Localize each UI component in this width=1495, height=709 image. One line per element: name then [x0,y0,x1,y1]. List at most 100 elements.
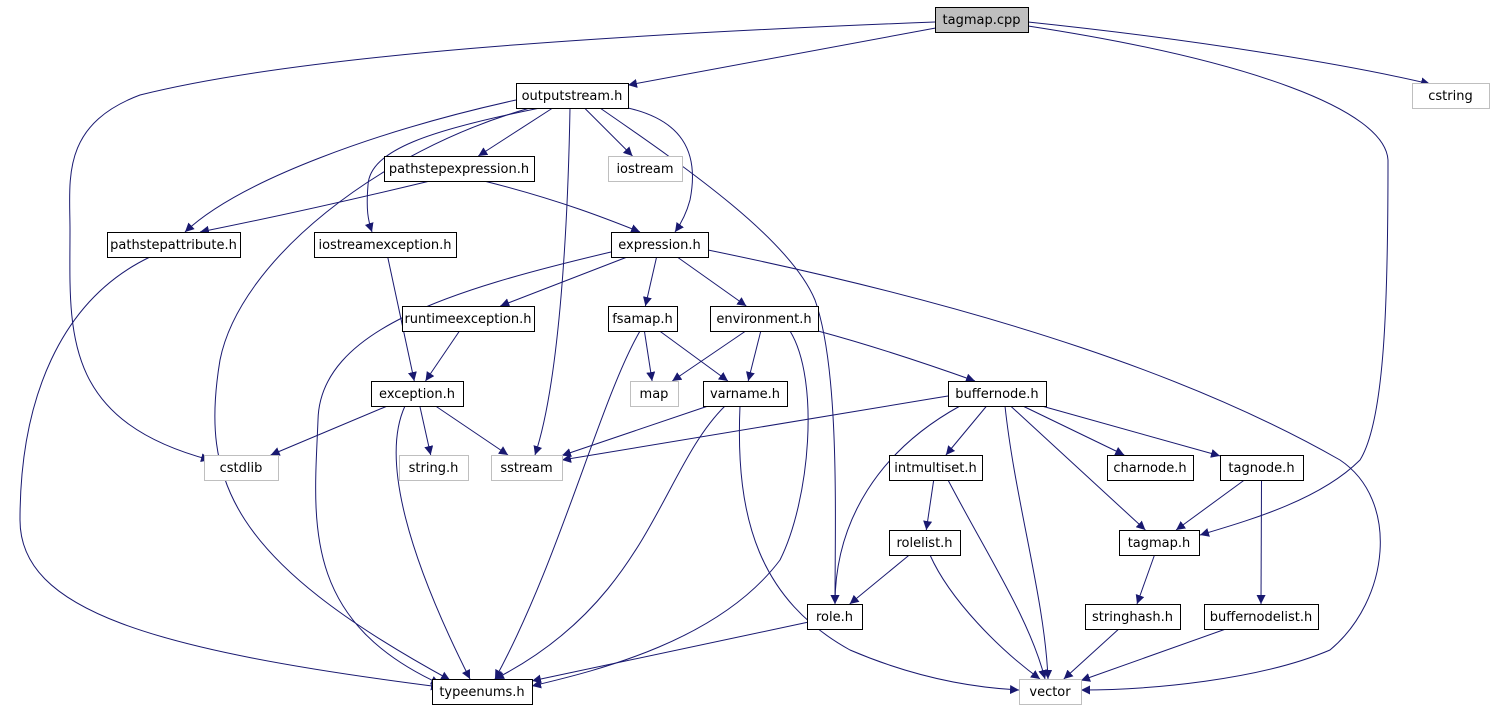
edge-role-h-to-typeenums-h [531,621,808,684]
node-intmultiset-h[interactable]: intmultiset.h [889,455,983,481]
node-box [1107,455,1194,481]
edge-environment-h-to-varname-h [746,330,762,382]
node-buffernode-h[interactable]: buffernode.h [948,381,1047,407]
node-box [314,232,457,258]
node-box [807,604,863,630]
node-outputstream-h[interactable]: outputstream.h [516,83,629,109]
node-box [204,455,279,481]
node-label: runtimeexception.h [404,312,531,327]
node-label: iostreamexception.h [318,238,451,253]
node-label: tagnode.h [1228,461,1294,476]
node-label: charnode.h [1113,461,1186,476]
node-environment-h[interactable]: environment.h [710,306,819,332]
edge-environment-h-to-buffernode-h [817,330,976,383]
edge-buffernode-h-to-charnode-h [1022,405,1125,456]
node-map: map [630,381,679,407]
node-runtimeexception-h[interactable]: runtimeexception.h [402,306,535,332]
node-pathstepattribute-h[interactable]: pathstepattribute.h [107,232,241,258]
node-role-h[interactable]: role.h [807,604,863,630]
node-label: outputstream.h [522,89,623,104]
edge-tagmap-h-to-stringhash-h [1135,554,1155,605]
node-label: sstream [500,461,552,476]
node-iostreamexception-h[interactable]: iostreamexception.h [314,232,457,258]
edge-buffernode-h-to-tagmap-h [1010,405,1146,531]
node-label: intmultiset.h [894,461,976,476]
node-box [935,7,1029,33]
edge-fsamap-h-to-varname-h [659,330,729,382]
edge-intmultiset-h-to-rolelist-h [923,479,935,531]
edge-buffernodelist-h-to-vector [1080,628,1226,682]
node-tagmap-cpp[interactable]: tagmap.cpp [935,7,1029,33]
node-label: fsamap.h [612,312,673,327]
node-label: iostream [616,162,673,177]
node-label: expression.h [618,238,701,253]
node-box [402,306,535,332]
node-label: map [640,387,669,402]
node-label: vector [1029,685,1071,700]
node-label: stringhash.h [1092,610,1173,625]
edge-tagmap-cpp-to-tagmap-h [1027,25,1389,537]
node-box [371,381,464,407]
edge-outputstream-h-to-sstream [533,107,571,456]
edge-exception-h-to-string-h [419,405,434,456]
node-box [384,156,535,182]
node-expression-h[interactable]: expression.h [611,232,709,258]
node-box [1019,679,1082,705]
node-box [710,306,819,332]
node-string-h: string.h [399,455,469,481]
edge-buffernode-h-to-role-h [830,405,961,605]
edge-tagnode-h-to-tagmap-h [1175,479,1245,531]
edge-expression-h-to-runtimeexception-h [500,256,628,307]
node-rolelist-h[interactable]: rolelist.h [889,530,961,556]
node-box [432,679,533,705]
node-box [611,232,709,258]
edge-tagnode-h-to-buffernodelist-h [1256,479,1266,605]
edge-rolelist-h-to-vector [929,554,1041,680]
node-box [1204,604,1319,630]
edge-exception-h-to-typeenums-h [395,405,471,680]
node-pathstepexpression-h[interactable]: pathstepexpression.h [384,156,535,182]
node-buffernodelist-h[interactable]: buffernodelist.h [1204,604,1319,630]
node-varname-h[interactable]: varname.h [703,381,788,407]
edge-outputstream-h-to-pathstepattribute-h [184,99,517,233]
node-label: pathstepattribute.h [110,238,237,253]
node-tagmap-h[interactable]: tagmap.h [1119,530,1200,556]
edge-environment-h-to-map [672,330,746,382]
edge-expression-h-to-typeenums-h [315,251,612,685]
edge-fsamap-h-to-typeenums-h [494,330,641,680]
node-box [1085,604,1181,630]
node-box [608,156,683,182]
node-box [948,381,1047,407]
node-box [1220,455,1304,481]
node-typeenums-h[interactable]: typeenums.h [432,679,533,705]
node-tagnode-h[interactable]: tagnode.h [1220,455,1304,481]
edge-iostreamexception-h-to-exception-h [387,256,417,382]
edge-expression-h-to-environment-h [676,256,747,307]
node-box [889,455,983,481]
node-label: cstdlib [220,461,263,476]
node-box [491,455,563,481]
node-box [630,381,679,407]
edge-pathstepexpression-h-to-pathstepattribute-h [199,180,431,235]
edge-varname-h-to-sstream [561,405,709,457]
node-box [1412,83,1490,109]
edge-buffernode-h-to-tagnode-h [1041,405,1221,458]
node-charnode-h[interactable]: charnode.h [1107,455,1194,481]
node-exception-h[interactable]: exception.h [371,381,464,407]
edge-stringhash-h-to-vector [1063,628,1120,680]
node-fsamap-h[interactable]: fsamap.h [608,306,678,332]
node-sstream: sstream [491,455,563,481]
edge-expression-h-to-fsamap-h [643,256,658,307]
node-box [107,232,241,258]
node-cstdlib: cstdlib [204,455,279,481]
edge-buffernode-h-to-vector [1004,405,1053,680]
node-box [608,306,678,332]
edge-fsamap-h-to-map [643,330,656,382]
edge-buffernode-h-to-sstream [561,395,949,463]
edge-tagmap-cpp-to-cstdlib [69,21,936,463]
node-box [889,530,961,556]
node-label: environment.h [716,312,811,327]
node-stringhash-h[interactable]: stringhash.h [1085,604,1181,630]
edge-varname-h-to-vector [738,405,1020,695]
